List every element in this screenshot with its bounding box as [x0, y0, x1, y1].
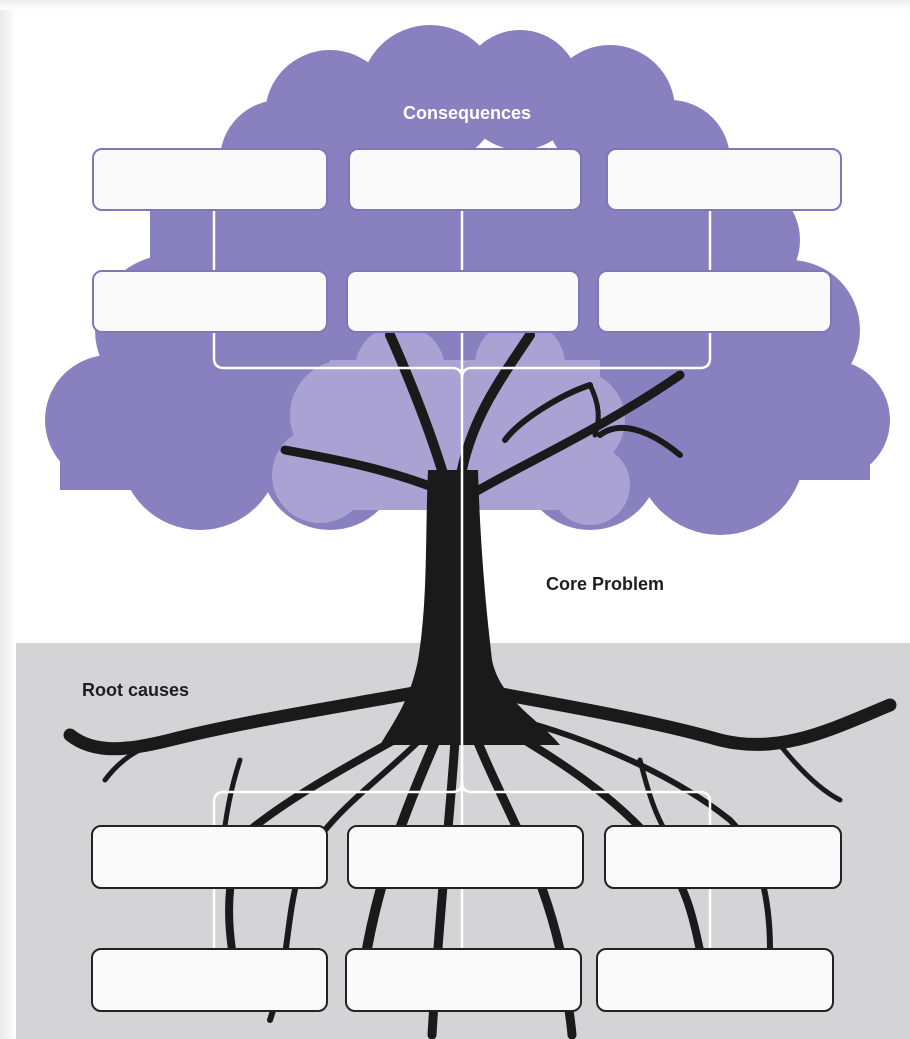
root-cause-box-5[interactable] [345, 948, 582, 1012]
consequences-label: Consequences [403, 103, 532, 123]
page-edge-shadow [0, 0, 16, 1039]
root-cause-box-3[interactable] [604, 825, 842, 889]
root-causes-label: Root causes [82, 680, 190, 700]
root-cause-box-1[interactable] [91, 825, 328, 889]
tree-trunk [280, 330, 685, 745]
consequence-box-6[interactable] [597, 270, 832, 333]
consequence-box-5[interactable] [346, 270, 580, 333]
root-cause-box-6[interactable] [596, 948, 834, 1012]
core-problem-label: Core Problem [546, 574, 665, 594]
consequence-box-2[interactable] [348, 148, 582, 211]
consequence-box-4[interactable] [92, 270, 328, 333]
page-top-shadow [0, 0, 910, 10]
connector-lines [212, 205, 712, 958]
consequence-box-3[interactable] [606, 148, 842, 211]
root-cause-box-4[interactable] [91, 948, 328, 1012]
root-cause-box-2[interactable] [347, 825, 584, 889]
consequence-box-1[interactable] [92, 148, 328, 211]
